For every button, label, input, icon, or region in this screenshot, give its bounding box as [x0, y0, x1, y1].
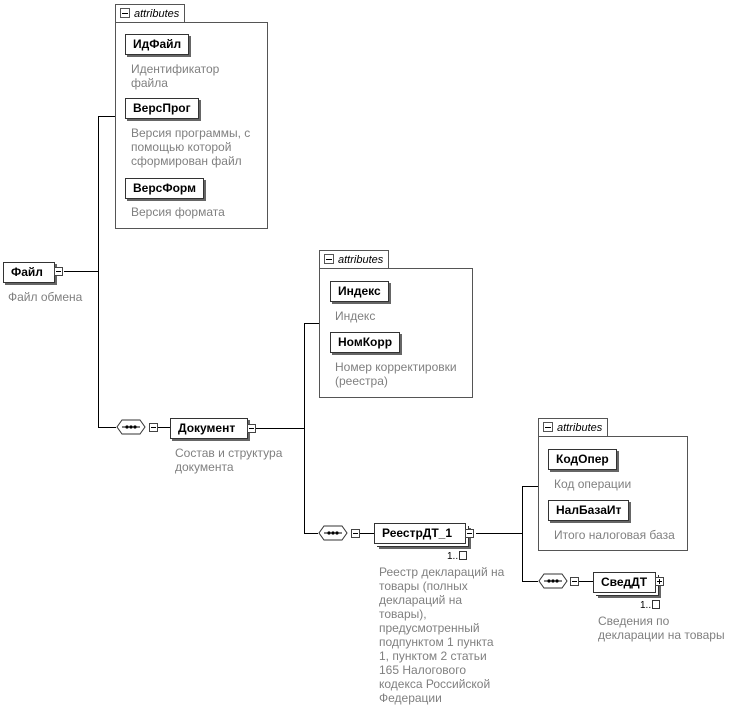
collapse-icon[interactable]	[543, 422, 553, 432]
element-file-desc: Файл обмена	[8, 290, 83, 304]
collapse-icon[interactable]	[324, 254, 334, 264]
collapse-icon[interactable]	[570, 577, 579, 586]
collapse-icon[interactable]	[54, 267, 63, 276]
element-document[interactable]: Документ	[170, 418, 248, 439]
element-file[interactable]: Файл	[3, 262, 55, 283]
attribute-versprog[interactable]: ВерсПрог	[125, 98, 199, 119]
collapse-icon[interactable]	[149, 423, 158, 432]
attribute-versprog-desc: Версия программы, с помощью которой сфор…	[131, 126, 251, 168]
infinity-box-icon	[652, 600, 661, 609]
multiplicity-label: 1..	[447, 551, 459, 562]
sequence-compositor-icon[interactable]	[318, 525, 348, 541]
element-registry[interactable]: РеестрДТ_1	[374, 523, 466, 544]
attributes-tab-registry[interactable]: attributes	[538, 418, 608, 437]
attribute-versform-desc: Версия формата	[131, 205, 225, 219]
attribute-nalbazait[interactable]: НалБазаИт	[548, 500, 630, 521]
attributes-tab-root[interactable]: attributes	[115, 4, 185, 23]
multiplicity-label: 1..	[640, 600, 652, 611]
expand-icon[interactable]	[655, 577, 664, 586]
attribute-versform[interactable]: ВерсФорм	[125, 178, 204, 199]
attributes-tab-document[interactable]: attributes	[319, 250, 389, 269]
infinity-box-icon	[459, 551, 468, 560]
attribute-index-desc: Индекс	[335, 309, 376, 323]
sequence-compositor-icon[interactable]	[116, 419, 146, 435]
collapse-icon[interactable]	[120, 8, 130, 18]
multiplicity-sveddt: 1..	[640, 600, 661, 611]
attribute-nomkorr[interactable]: НомКорр	[330, 332, 401, 353]
element-sveddt[interactable]: СведДТ	[593, 572, 656, 593]
sequence-compositor-icon[interactable]	[538, 573, 568, 589]
element-sveddt-desc: Сведения по декларации на товары	[598, 614, 725, 642]
attribute-kodoper[interactable]: КодОпер	[548, 449, 617, 470]
attributes-label: attributes	[557, 422, 603, 434]
attribute-nomkorr-desc: Номер корректировки (реестра)	[335, 360, 457, 388]
attributes-label: attributes	[134, 8, 180, 20]
multiplicity-registry: 1..	[447, 551, 468, 562]
attribute-nalbazait-desc: Итого налоговая база	[554, 528, 675, 542]
element-registry-desc: Реестр деклараций на товары (полных декл…	[379, 565, 505, 705]
collapse-icon[interactable]	[351, 529, 360, 538]
attribute-index[interactable]: Индекс	[330, 281, 389, 302]
collapse-icon[interactable]	[247, 424, 256, 433]
collapse-icon[interactable]	[465, 529, 474, 538]
attribute-idfile[interactable]: ИдФайл	[125, 34, 190, 55]
attribute-kodoper-desc: Код операции	[554, 477, 632, 491]
element-document-desc: Состав и структура документа	[175, 446, 283, 474]
attributes-label: attributes	[338, 254, 384, 266]
attribute-idfile-desc: Идентификатор файла	[131, 62, 220, 90]
